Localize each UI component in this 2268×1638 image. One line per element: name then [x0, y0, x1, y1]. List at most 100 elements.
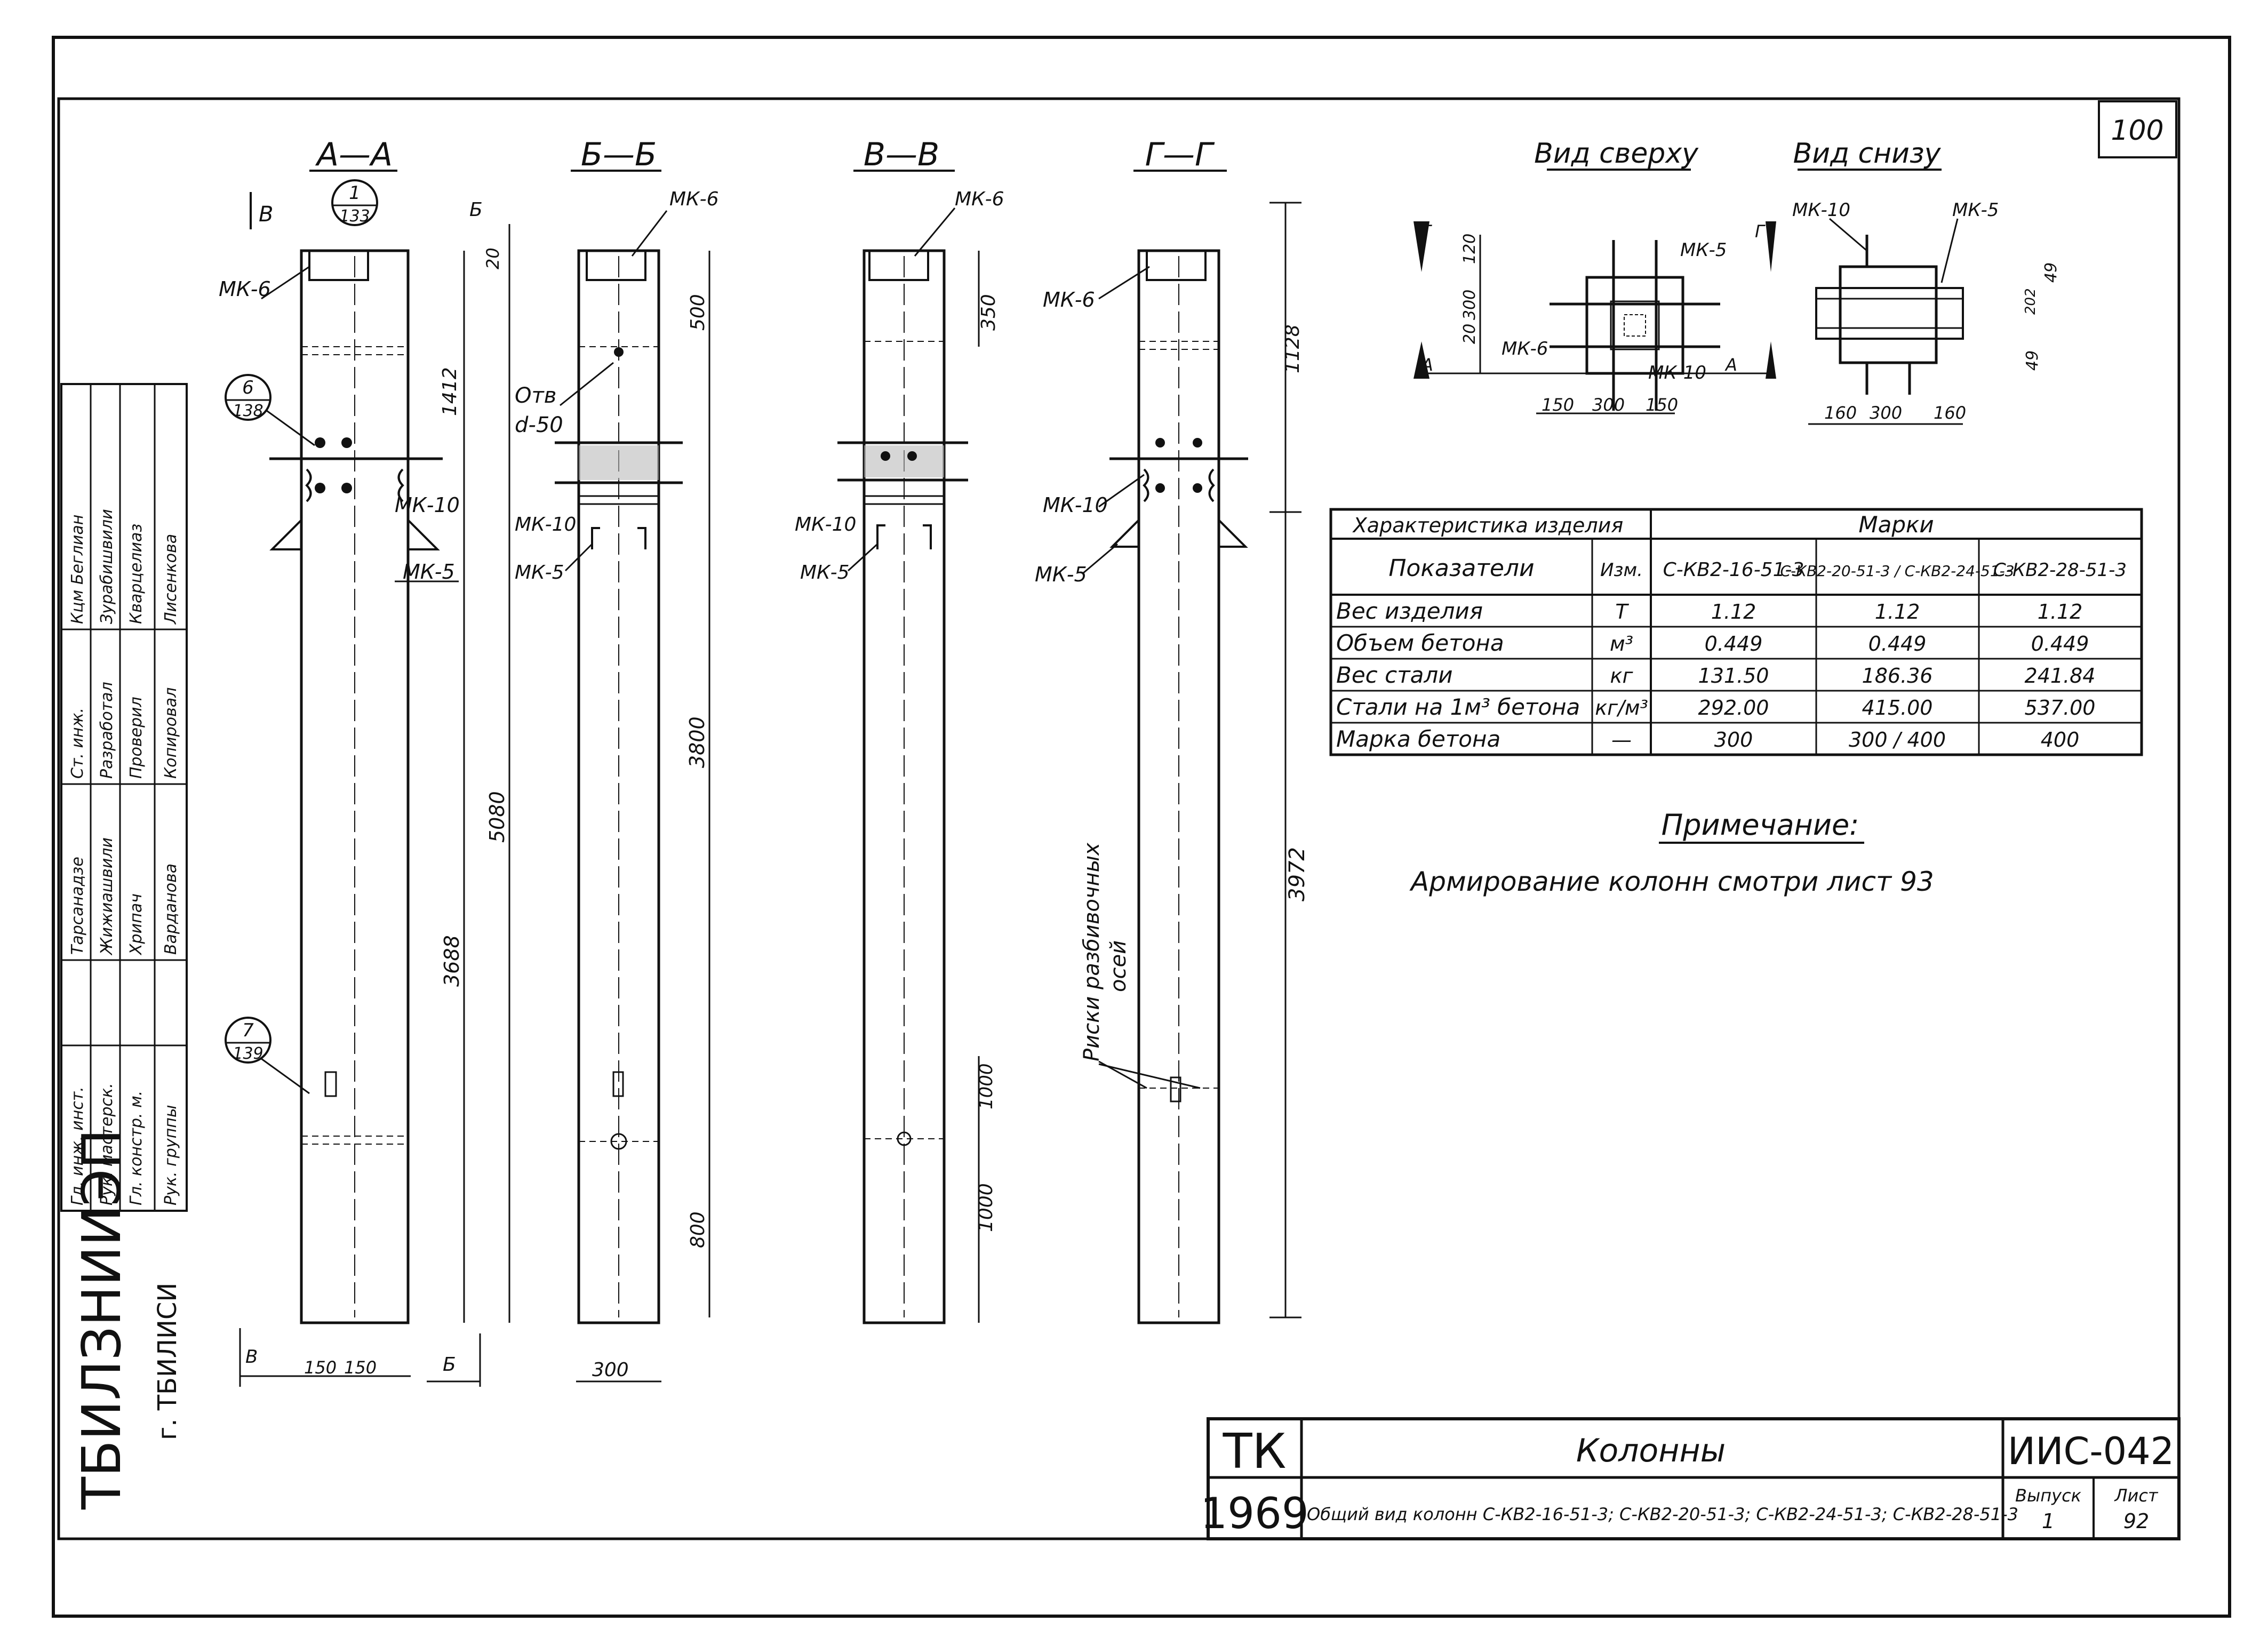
- table-row-label: Вес стали: [1336, 662, 1453, 688]
- table-cell: 0.449: [1868, 632, 1927, 656]
- mk-label-low: МК-5: [1035, 563, 1087, 586]
- table-cell: 0.449: [1705, 632, 1763, 656]
- cut-label-bottom: Б: [443, 1354, 456, 1376]
- ref-top-num: 1: [349, 182, 361, 204]
- ref-low-den: 139: [233, 1044, 263, 1063]
- outer-frame: [52, 36, 2231, 1618]
- bottom-side-dim-1: 49: [2023, 350, 2042, 371]
- top-dim-3: 150: [1646, 395, 1678, 415]
- section-a-a: А—А В 1 133 6 138 7 139 МК-6: [219, 136, 510, 1387]
- table-cell: 1.12: [2038, 600, 2083, 624]
- ref-low-num: 7: [242, 1020, 254, 1041]
- stamp-role-4: Рук. группы: [162, 1105, 180, 1205]
- stamp-role-8: Копировал: [162, 688, 180, 779]
- title-sheet-name: Колонны: [1576, 1432, 1726, 1469]
- title-description: Общий вид колонн С-КВ2-16-51-3; С-КВ2-20…: [1307, 1504, 2018, 1524]
- table-cell: 0.449: [2031, 632, 2089, 656]
- ref-top-den: 133: [339, 207, 370, 226]
- dim-3972: 3972: [1285, 847, 1309, 901]
- mk-label-top: МК-6: [1043, 288, 1095, 311]
- dim-350: 350: [978, 294, 1000, 331]
- table-cell: 400: [2041, 728, 2080, 752]
- mk-label-mid: МК-10: [795, 514, 856, 536]
- table-cell: 241.84: [2025, 664, 2096, 688]
- col-mark-1: С-КВ2-16-51-3: [1663, 559, 1804, 581]
- note-title: Примечание:: [1662, 808, 1859, 842]
- ref-mid-den: 138: [233, 402, 263, 420]
- mk-label-low: МК-5: [800, 562, 850, 584]
- col-mark-3: С-КВ2-28-51-3: [1993, 560, 2127, 581]
- bottom-dim-3: 160: [1934, 403, 1966, 423]
- section-b-b: Б—Б Б МК-6 Отв d-50 МК-10 МК-5 500 3800 …: [427, 136, 719, 1387]
- mk-label-low: МК-5: [515, 562, 564, 584]
- mk-label-top: МК-6: [669, 188, 719, 210]
- section-g-g: Г—Г МК-6 МК-10 МК-5 Риски разбивочных ос…: [1035, 136, 1309, 1324]
- table-row-label: Марка бетона: [1336, 726, 1500, 752]
- title-series: ТК: [1223, 1424, 1287, 1480]
- note-text: Армирование колонн смотри лист 93: [1409, 866, 1934, 897]
- bottom-mk10: МК-10: [1792, 199, 1850, 221]
- col-mark-2: С-КВ2-20-51-3 / С-КВ2-24-51-3: [1780, 562, 2014, 580]
- stamp-role-7: Проверил: [127, 697, 146, 779]
- table-row-label: Объем бетона: [1336, 630, 1504, 656]
- bottom-dim-1: 150: [304, 1357, 337, 1378]
- stamp-org: ТБИЛЗНИИЭП: [70, 1129, 133, 1510]
- table-cell: 186.36: [1862, 664, 1933, 688]
- top-side-dim-3: 120: [1460, 234, 1479, 264]
- stamp-name-7: Кварцелиаз: [127, 524, 146, 624]
- hole-diameter: d-50: [515, 413, 563, 437]
- table-cell: кг/м³: [1595, 696, 1648, 720]
- bottom-dim-1: 160: [1824, 403, 1857, 423]
- mk-label-low: МК-5: [403, 560, 455, 584]
- table-cell: 300 / 400: [1849, 728, 1946, 752]
- table-cell: 292.00: [1698, 696, 1769, 720]
- table-cell: 415.00: [1862, 696, 1933, 720]
- table-cell: 1.12: [1875, 600, 1920, 624]
- table-cell: 537.00: [2025, 696, 2096, 720]
- dim-1000-a: 1000: [976, 1063, 997, 1109]
- stamp-name-5: Кцм Беглиан: [68, 515, 87, 624]
- spec-table: Характеристика изделия Марки Показатели …: [1329, 508, 2143, 756]
- table-cell: кг: [1610, 664, 1634, 688]
- mk-label-top: МК-6: [955, 188, 1004, 210]
- bottom-mk5: МК-5: [1952, 199, 1999, 221]
- section-v-v: В—В МК-6 МК-10 МК-5 350 1000 1000: [795, 136, 1004, 1324]
- mk-label-top: МК-6: [219, 277, 271, 301]
- mk-label-mid: МК-10: [515, 514, 576, 536]
- section-title: Г—Г: [1145, 136, 1215, 173]
- section-title: В—В: [864, 136, 939, 173]
- cut-label-top: Б: [469, 199, 483, 221]
- issue-label: Выпуск: [2015, 1485, 2082, 1506]
- table-cell: —: [1611, 728, 1632, 752]
- stamp-name-3: Хрипач: [127, 893, 146, 956]
- table-row-label: Стали на 1м³ бетона: [1336, 694, 1580, 720]
- table-cell: Т: [1615, 600, 1629, 624]
- top-side-dim-2: 20: [1460, 324, 1479, 344]
- dim-1412: 1412: [439, 367, 461, 416]
- cut-label-top: В: [259, 202, 273, 227]
- stamp-role-6: Разработал: [98, 682, 116, 779]
- col-unit: Изм.: [1600, 560, 1643, 581]
- inner-frame: [57, 97, 2181, 1540]
- dim-1128: 1128: [1282, 324, 1304, 373]
- dim-500: 500: [687, 294, 709, 331]
- top-view-title: Вид сверху: [1534, 138, 1699, 170]
- bottom-dim-2: 300: [1870, 403, 1902, 423]
- table-header-right: Марки: [1858, 512, 1934, 538]
- stamp-name-8: Лисенкова: [162, 534, 180, 625]
- side-stamp: Гл. инж. инст. Рук. мастерск. Гл. констр…: [60, 383, 188, 1510]
- sheet-value: 92: [2123, 1509, 2149, 1533]
- top-cut-a-right: А: [1724, 355, 1737, 375]
- risks-label-2: осей: [1106, 940, 1131, 992]
- title-year: 1969: [1200, 1489, 1309, 1538]
- table-header-left: Характеристика изделия: [1352, 514, 1623, 537]
- stamp-name-1: Тарсанадзе: [68, 857, 87, 955]
- dim-5080: 5080: [485, 791, 509, 843]
- stamp-name-2: Жижиашвили: [98, 837, 116, 956]
- mk-label-mid: МК-10: [1043, 493, 1108, 517]
- section-title: Б—Б: [581, 136, 657, 173]
- table-cell: м³: [1610, 632, 1633, 656]
- stamp-role-3: Гл. констр. м.: [127, 1091, 146, 1205]
- table-cell: 300: [1714, 728, 1753, 752]
